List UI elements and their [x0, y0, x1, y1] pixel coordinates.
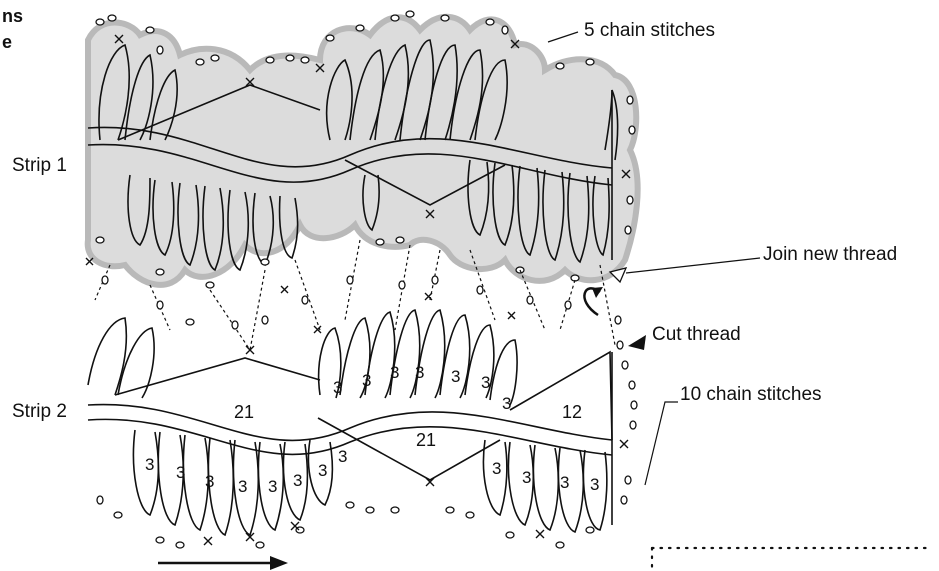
count-bottom-4: 3 — [238, 477, 247, 496]
count-bottom-8: 3 — [338, 447, 347, 466]
ten-chain-leader — [645, 402, 678, 485]
stitch-counts: 3 3 3 3 3 3 3 3 3 3 3 3 3 3 3 3 3 3 3 21… — [145, 363, 599, 496]
count-panel-right: 12 — [562, 402, 582, 422]
count-bottom-2: 3 — [176, 463, 185, 482]
count-panel-center: 21 — [416, 430, 436, 450]
count-bottom-right-3: 3 — [560, 473, 569, 492]
count-top-6: 3 — [481, 373, 490, 392]
count-bottom-right-1: 3 — [492, 459, 501, 478]
count-bottom-7: 3 — [318, 461, 327, 480]
direction-arrow-icon — [270, 556, 288, 570]
count-top-4: 3 — [415, 363, 424, 382]
count-top-1: 3 — [333, 378, 342, 397]
header-line-2: e — [2, 32, 12, 52]
five-chain-leader — [548, 32, 578, 42]
cut-thread-label: Cut thread — [652, 324, 741, 345]
count-panel-left: 21 — [234, 402, 254, 422]
count-bottom-6: 3 — [293, 471, 302, 490]
strip-2-inner-line-2 — [510, 352, 612, 440]
count-bottom-right-4: 3 — [590, 475, 599, 494]
join-thread-label: Join new thread — [763, 244, 897, 265]
strip-1 — [88, 11, 638, 288]
strip-2 — [88, 310, 637, 548]
strip-2-top-petals — [88, 310, 517, 405]
count-top-2: 3 — [362, 371, 371, 390]
turn-arrowhead-icon — [592, 287, 603, 298]
header-line-1: ns — [2, 6, 23, 26]
count-top-right: 3 — [502, 394, 511, 413]
strip-2-label: Strip 2 — [12, 401, 67, 422]
count-top-5: 3 — [451, 367, 460, 386]
join-thread-leader — [626, 258, 760, 273]
count-bottom-5: 3 — [268, 477, 277, 496]
count-bottom-3: 3 — [205, 472, 214, 491]
strip-1-label: Strip 1 — [12, 155, 67, 176]
cut-thread-marker-icon — [628, 335, 646, 350]
five-chain-label: 5 chain stitches — [584, 20, 715, 41]
count-bottom-right-2: 3 — [522, 468, 531, 487]
count-bottom-1: 3 — [145, 455, 154, 474]
count-top-3: 3 — [390, 363, 399, 382]
ten-chain-label: 10 chain stitches — [680, 384, 822, 405]
strip-1-shape — [88, 17, 638, 285]
strip-2-band-bottom — [88, 419, 612, 455]
